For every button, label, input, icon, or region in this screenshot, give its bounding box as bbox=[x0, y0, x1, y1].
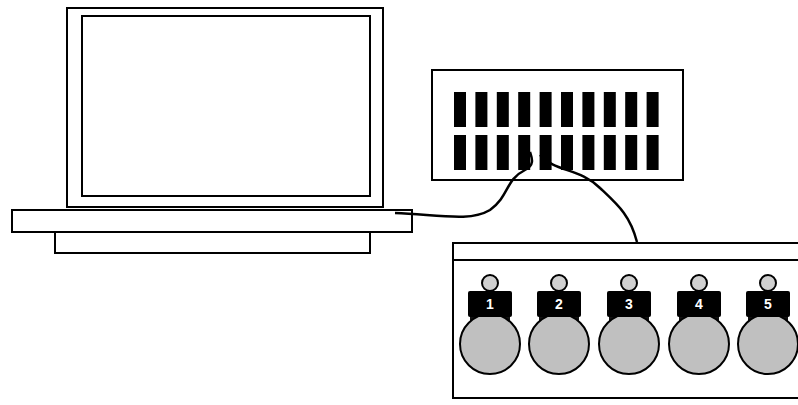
sensor-tab: 3 bbox=[607, 291, 651, 317]
sensor-knob bbox=[691, 275, 707, 291]
hub bbox=[432, 70, 683, 180]
hub-slot bbox=[454, 92, 466, 127]
sensor-knob bbox=[551, 275, 567, 291]
sensor-tab: 4 bbox=[677, 291, 721, 317]
hub-slot bbox=[475, 135, 487, 170]
laptop bbox=[12, 8, 412, 253]
sensor-knob bbox=[621, 275, 637, 291]
hub-slot bbox=[540, 135, 552, 170]
hub-slot bbox=[625, 135, 637, 170]
hub-slot bbox=[647, 135, 659, 170]
callout-number: 5 bbox=[746, 296, 790, 312]
callout-number: 4 bbox=[677, 296, 721, 312]
sensor-disc bbox=[460, 314, 520, 374]
sensor-knob bbox=[760, 275, 776, 291]
hub-slot bbox=[475, 92, 487, 127]
hub-slot bbox=[561, 135, 573, 170]
sensor-disc bbox=[529, 314, 589, 374]
hub-slot bbox=[518, 92, 530, 127]
hub-slot bbox=[497, 135, 509, 170]
hub-slot bbox=[647, 92, 659, 127]
hub-slot bbox=[604, 92, 616, 127]
hub-slot bbox=[582, 135, 594, 170]
hub-slot bbox=[540, 92, 552, 127]
sensor-tab: 1 bbox=[468, 291, 512, 317]
hub-slot bbox=[518, 135, 530, 170]
hub-slot bbox=[625, 92, 637, 127]
hub-slot bbox=[582, 92, 594, 127]
sensor-disc bbox=[669, 314, 729, 374]
sensor-tab: 5 bbox=[746, 291, 790, 317]
sensor-disc bbox=[599, 314, 659, 374]
hub-slot bbox=[561, 92, 573, 127]
sensor-rail bbox=[453, 243, 798, 398]
sensor-disc bbox=[738, 314, 798, 374]
callout-number: 2 bbox=[537, 296, 581, 312]
callout-number: 3 bbox=[607, 296, 651, 312]
hub-slot bbox=[604, 135, 616, 170]
callout-number: 1 bbox=[468, 296, 512, 312]
hub-slot bbox=[454, 135, 466, 170]
hub-slot bbox=[497, 92, 509, 127]
cables bbox=[395, 152, 637, 242]
sensor-knob bbox=[482, 275, 498, 291]
sensor-tab: 2 bbox=[537, 291, 581, 317]
